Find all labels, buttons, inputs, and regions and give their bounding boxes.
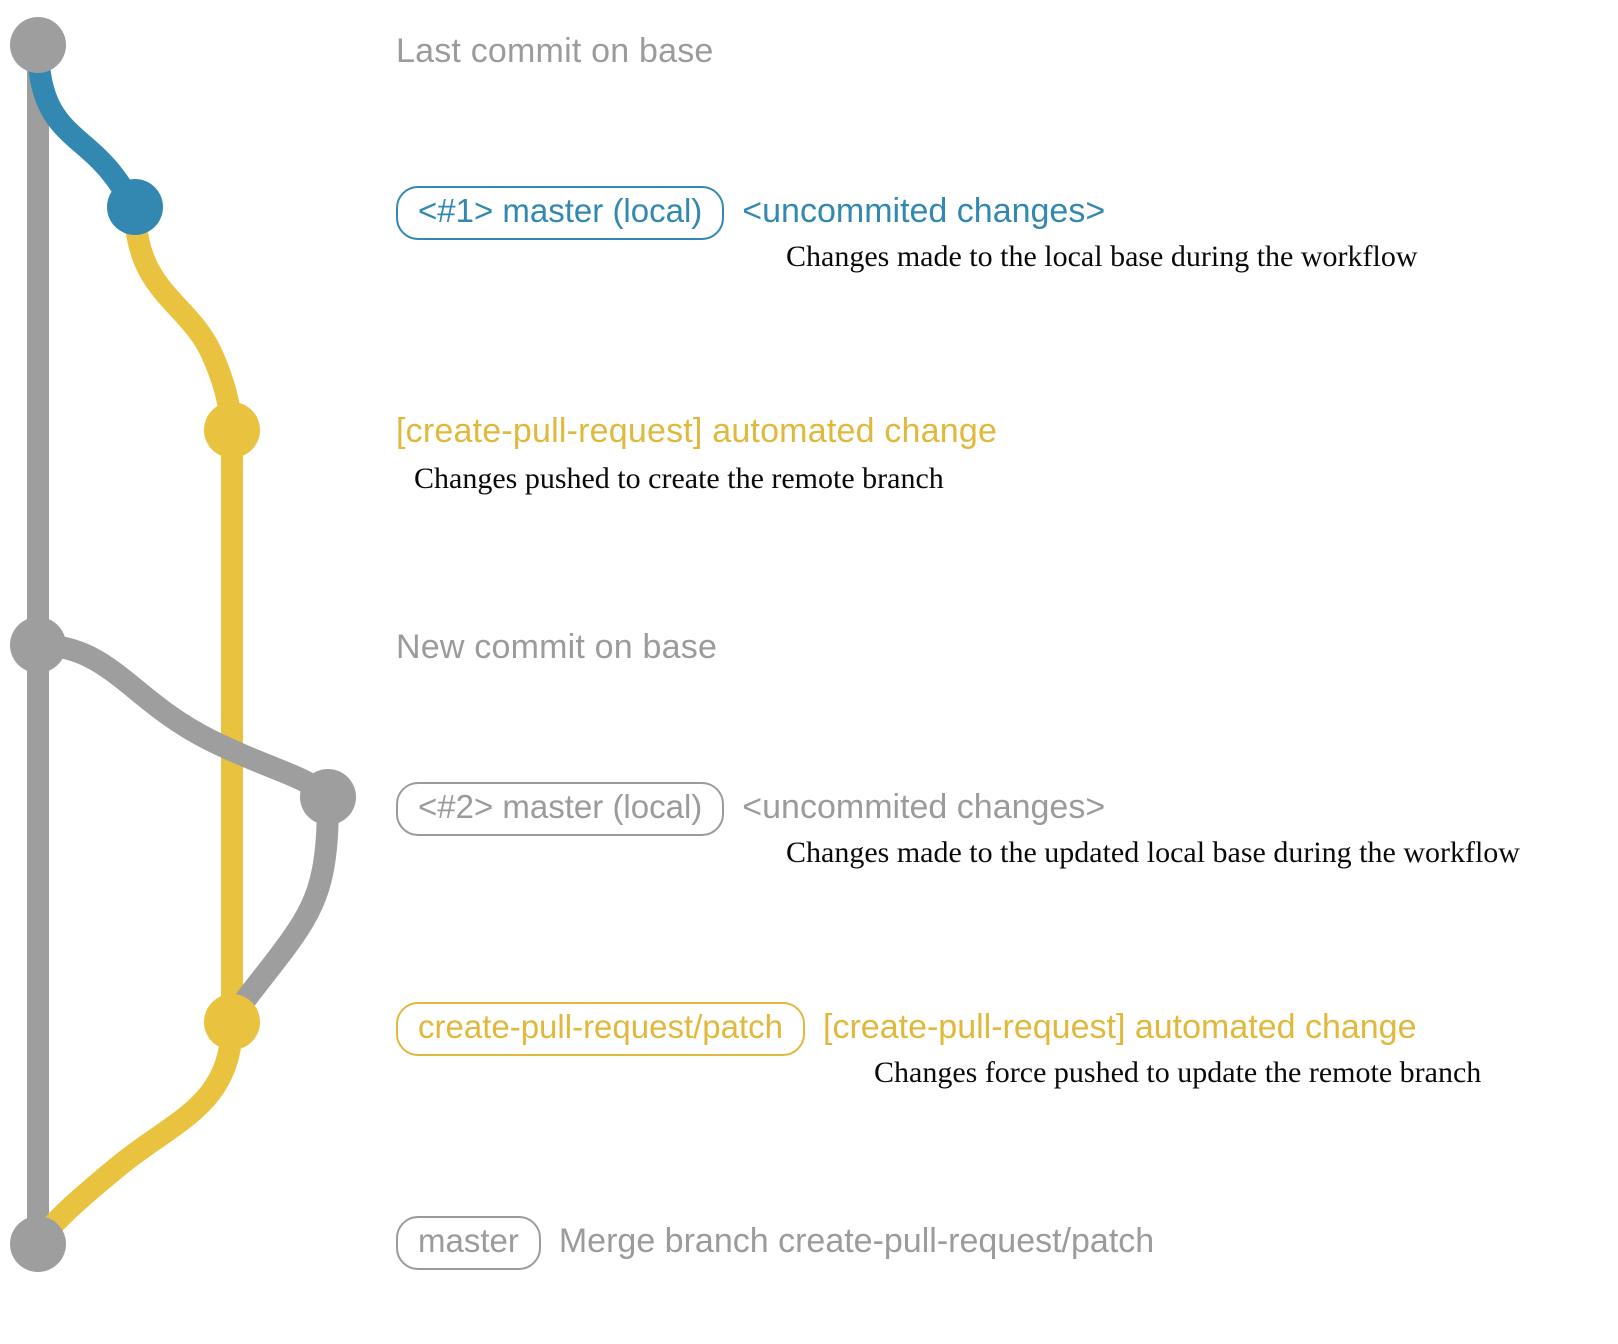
- commit-subject-last-commit: Last commit on base: [396, 32, 714, 70]
- commit-subject-new-commit: New commit on base: [396, 628, 718, 666]
- edge-patch2-to-merge: [27, 1011, 243, 1255]
- commit-row-local-1: <#1> master (local) <uncommited changes>: [396, 186, 1105, 240]
- edge-local2-to-patch2: [221, 786, 339, 1033]
- commit-description-patch: Changes force pushed to update the remot…: [874, 1056, 1482, 1089]
- branch-badge-local-1[interactable]: <#1> master (local): [396, 186, 725, 240]
- branch-badge-master[interactable]: master: [396, 1216, 541, 1270]
- commit-description-automated-change-1: Changes pushed to create the remote bran…: [414, 462, 944, 495]
- commit-node-local-1[interactable]: [107, 179, 163, 235]
- commit-node-automated-change-1[interactable]: [204, 402, 260, 458]
- commit-row-last-commit: Last commit on base: [396, 32, 714, 71]
- commit-row-patch: create-pull-request/patch [create-pull-r…: [396, 1002, 1417, 1056]
- git-commit-graph: [10, 17, 356, 1272]
- commit-description-local-2: Changes made to the updated local base d…: [786, 836, 1520, 869]
- commit-subject-patch: [create-pull-request] automated change: [823, 1008, 1417, 1046]
- edge-base-to-local2: [27, 634, 339, 808]
- commit-node-new-commit-on-base[interactable]: [10, 617, 66, 673]
- commit-row-automated-change-1: [create-pull-request] automated change: [396, 412, 997, 451]
- edge-local1-to-patch1: [124, 196, 243, 441]
- commit-node-last-commit-on-base[interactable]: [10, 17, 66, 73]
- edge-base-to-local1: [27, 34, 146, 218]
- commit-node-automated-change-2[interactable]: [204, 994, 260, 1050]
- commit-row-local-2: <#2> master (local) <uncommited changes>: [396, 782, 1105, 836]
- commit-node-merge[interactable]: [10, 1216, 66, 1272]
- commit-description-local-1: Changes made to the local base during th…: [786, 240, 1418, 273]
- branch-badge-local-2[interactable]: <#2> master (local): [396, 782, 725, 836]
- commit-subject-automated-change-1: [create-pull-request] automated change: [396, 412, 998, 450]
- commit-subject-local-2: <uncommited changes>: [742, 788, 1106, 826]
- commit-subject-local-1: <uncommited changes>: [742, 192, 1106, 230]
- branch-badge-create-pull-request-patch[interactable]: create-pull-request/patch: [396, 1002, 806, 1056]
- commit-subject-master: Merge branch create-pull-request/patch: [558, 1222, 1155, 1260]
- commit-row-new-commit: New commit on base: [396, 628, 717, 667]
- commit-node-local-2[interactable]: [300, 769, 356, 825]
- commit-row-master: master Merge branch create-pull-request/…: [396, 1216, 1154, 1270]
